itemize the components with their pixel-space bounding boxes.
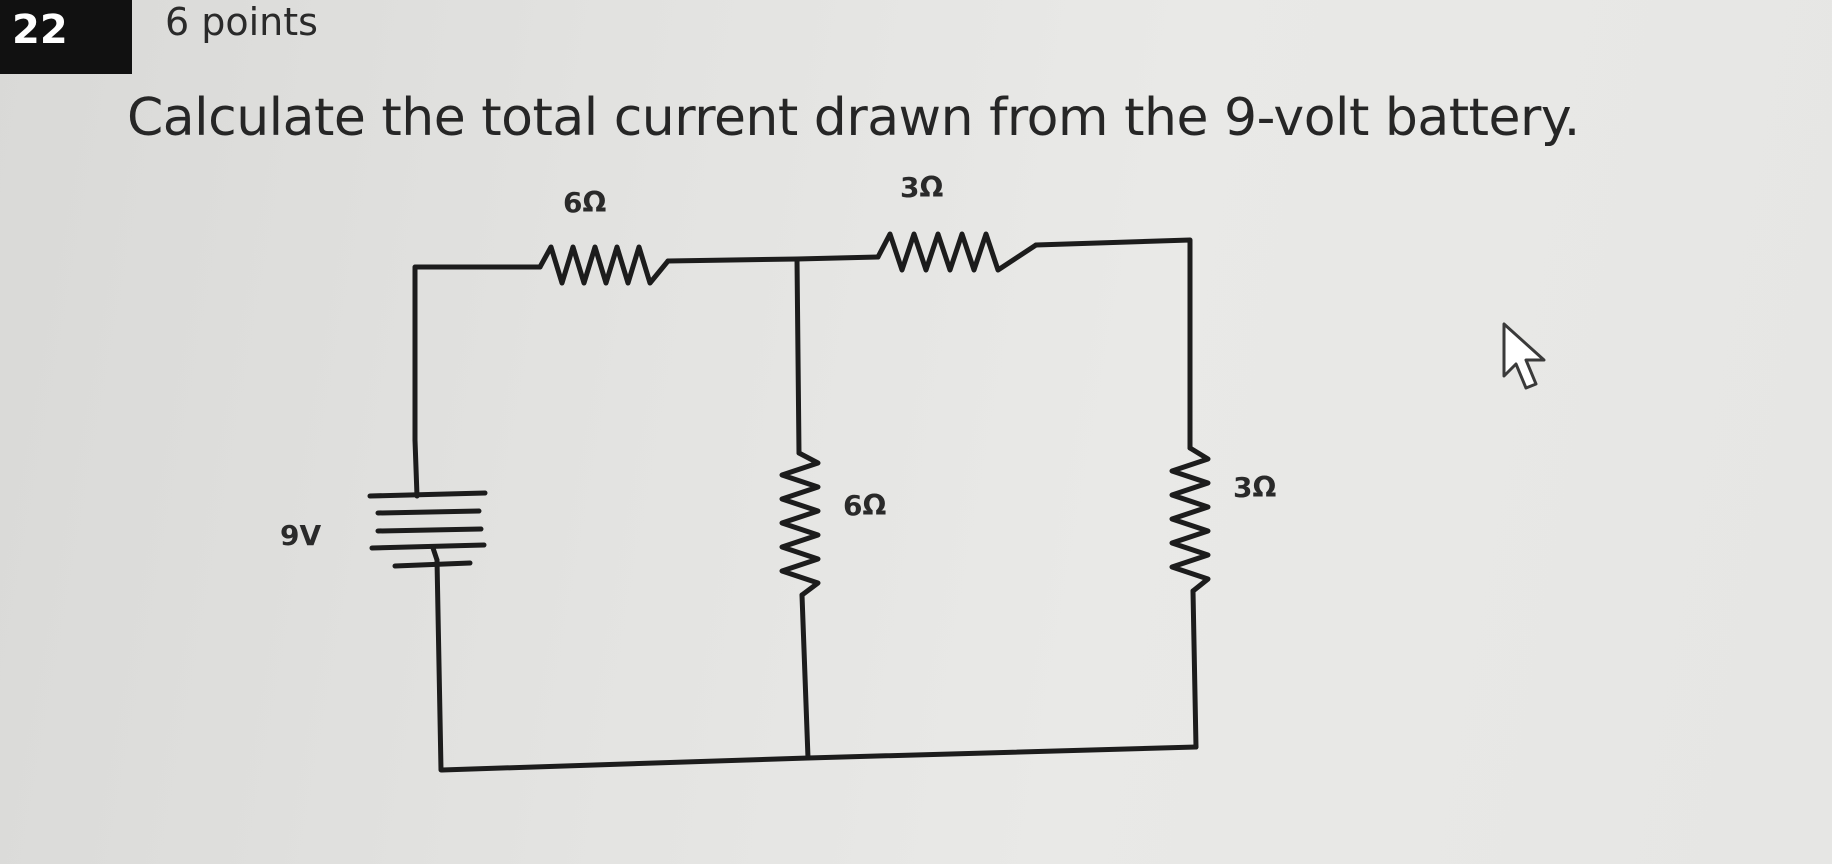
question-number: 22	[0, 0, 132, 74]
wire-top-right-to-corner	[1033, 237, 1193, 451]
wire-bottom	[439, 744, 1199, 773]
mouse-pointer-icon	[1502, 322, 1546, 390]
wire-middle-down-to-bottom	[799, 592, 811, 761]
points-label: 6 points	[165, 0, 318, 44]
wire-battery-to-bottom	[434, 557, 444, 773]
battery-plate-4	[369, 542, 487, 551]
resistor-top-right	[875, 231, 1039, 273]
wire-junction-down	[794, 256, 802, 456]
wire-right-down-to-bottom	[1190, 588, 1199, 750]
battery-plate-2	[375, 508, 482, 516]
resistor-label-right: 3Ω	[1233, 471, 1276, 504]
resistor-right	[1169, 445, 1211, 594]
battery-bottom-lead	[430, 545, 440, 563]
wire-battery-to-top-left	[412, 264, 543, 443]
battery-label: 9V	[280, 519, 321, 552]
battery-plate-5	[392, 560, 473, 569]
resistor-middle	[779, 450, 821, 598]
resistor-top-left	[537, 244, 671, 286]
battery-top-lead	[412, 437, 420, 499]
question-prompt: Calculate the total current drawn from t…	[127, 88, 1580, 148]
resistor-label-top-right: 3Ω	[900, 171, 943, 204]
resistor-label-middle: 6Ω	[843, 489, 886, 522]
wire-top-left-to-junction	[665, 254, 881, 264]
resistor-label-top-left: 6Ω	[563, 186, 606, 219]
battery-plate-1	[367, 490, 488, 499]
battery-plate-3	[375, 526, 484, 534]
